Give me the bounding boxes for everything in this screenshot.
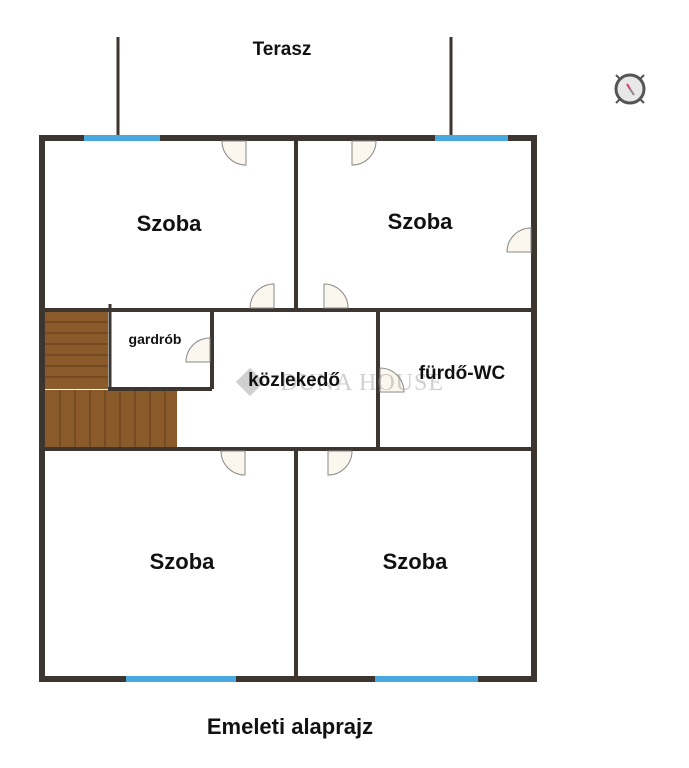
room-label: gardrób — [128, 331, 182, 347]
doors — [185, 140, 532, 476]
room-label: közlekedő — [248, 370, 340, 391]
room-label: Szoba — [136, 211, 202, 236]
room-label: Szoba — [149, 549, 215, 574]
stairs — [45, 312, 177, 449]
compass-icon — [614, 73, 646, 105]
plan-title: Emeleti alaprajz — [206, 714, 374, 739]
walls — [39, 135, 537, 682]
room-label: fürdő-WC — [418, 363, 506, 384]
terrace-label: Terasz — [252, 39, 312, 60]
room-label: Szoba — [387, 209, 453, 234]
windows — [84, 135, 508, 682]
watermark: DUNA HOUSE — [280, 370, 445, 396]
room-label: Szoba — [382, 549, 448, 574]
